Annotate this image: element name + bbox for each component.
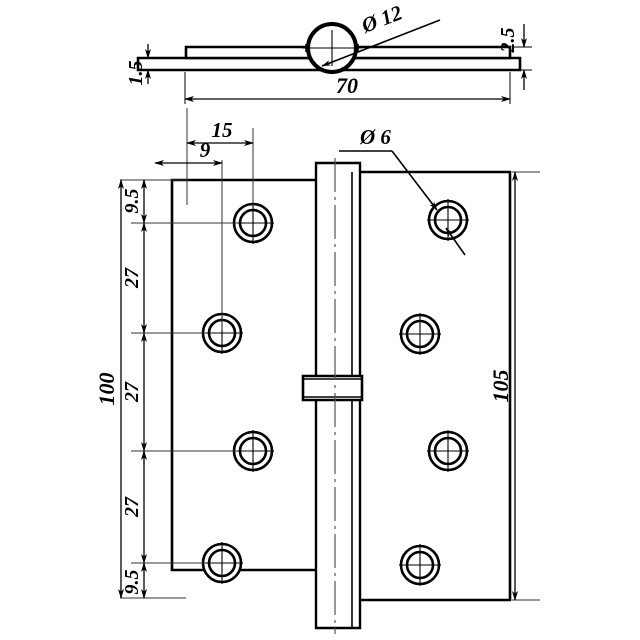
screw-hole bbox=[427, 199, 469, 241]
right-leaf-holes bbox=[399, 199, 469, 586]
dim-label-27-b: 27 bbox=[121, 381, 143, 403]
knuckle-collar-band bbox=[301, 374, 364, 402]
right-leaf-plate bbox=[343, 170, 512, 602]
dim-label-9p5-bottom: 9.5 bbox=[121, 570, 143, 595]
dim-label-70: 70 bbox=[336, 73, 358, 98]
dim-label-9p5-top: 9.5 bbox=[121, 189, 143, 214]
screw-hole bbox=[232, 430, 274, 472]
drawing-root: Ø 12 1.5 2.5 70 bbox=[94, 0, 540, 634]
top-view-group: Ø 12 1.5 2.5 70 bbox=[125, 0, 532, 104]
dim-label-1p5: 1.5 bbox=[125, 61, 147, 86]
dim-label-27-a: 27 bbox=[121, 267, 143, 289]
dim-label-2p5: 2.5 bbox=[497, 28, 519, 54]
dim-label-100: 100 bbox=[94, 373, 119, 406]
screw-hole-diameter-label: Ø 6 bbox=[359, 125, 391, 149]
dim-label-9: 9 bbox=[200, 138, 211, 162]
screw-hole bbox=[427, 430, 469, 472]
pin-diameter-label: Ø 12 bbox=[357, 0, 406, 38]
screw-hole bbox=[399, 313, 441, 355]
screw-hole-diameter-leader-upper bbox=[391, 150, 438, 211]
dim-label-27-c: 27 bbox=[121, 496, 143, 518]
screw-hole bbox=[399, 544, 441, 586]
screw-hole bbox=[201, 542, 243, 584]
front-view-group: Ø 6 15 9 9.5 27 27 27 9.5 100 bbox=[94, 108, 540, 634]
pin-diameter-leader bbox=[321, 19, 441, 67]
dim-label-105: 105 bbox=[488, 370, 513, 403]
screw-hole-diameter-leader-lower bbox=[445, 227, 466, 256]
dim-label-15: 15 bbox=[212, 118, 233, 142]
